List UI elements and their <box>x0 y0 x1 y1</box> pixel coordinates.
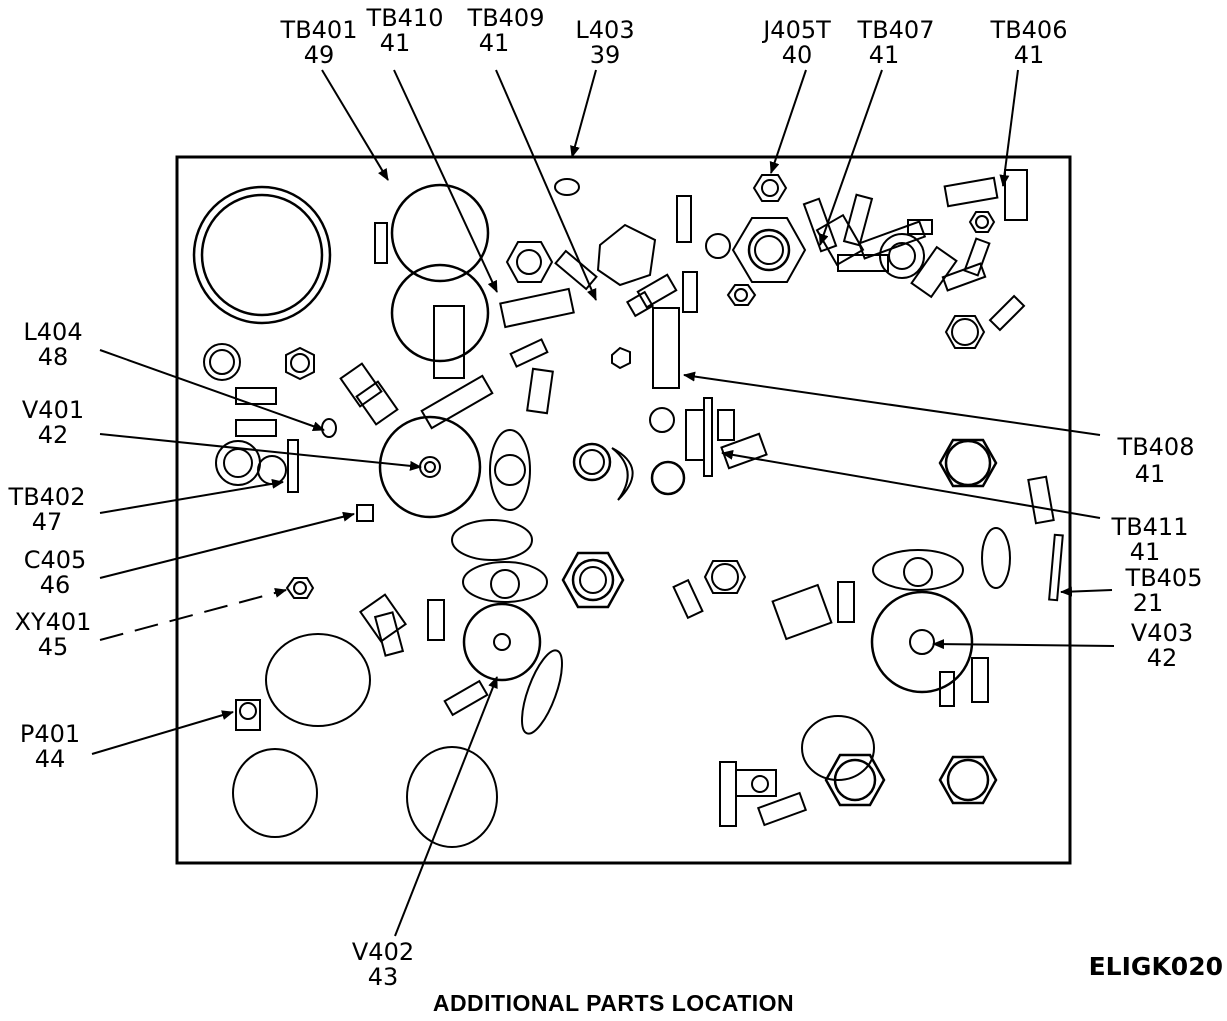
figure-caption: ADDITIONAL PARTS LOCATION <box>432 990 795 1016</box>
callout-l403-num: 39 <box>590 41 621 69</box>
callout-tb407-num: 41 <box>869 41 900 69</box>
callout-tb410-ref: TB410 <box>366 4 444 32</box>
figure-id: ELIGK020 <box>1088 952 1223 981</box>
callout-labels: TB401 49 TB410 41 TB409 41 L403 39 J405T… <box>8 4 1203 991</box>
callout-c405-num: 46 <box>40 571 71 599</box>
callout-tb401-num: 49 <box>304 41 335 69</box>
callout-v403-num: 42 <box>1147 644 1178 672</box>
callout-tb406-num: 41 <box>1014 41 1045 69</box>
callout-tb411-ref: TB411 <box>1111 513 1189 541</box>
callout-tb401-ref: TB401 <box>280 16 358 44</box>
callout-v401-ref: V401 <box>22 396 84 424</box>
chassis-outline <box>175 155 1072 865</box>
callout-tb405-num: 21 <box>1133 589 1164 617</box>
leader-lines <box>91 69 1115 937</box>
callout-l404-ref: L404 <box>23 318 82 346</box>
callout-v403-ref: V403 <box>1131 619 1193 647</box>
callout-tb408-ref: TB408 <box>1117 433 1195 461</box>
callout-p401-ref: P401 <box>20 720 80 748</box>
callout-xy401-ref: XY401 <box>15 608 92 636</box>
callout-tb408-num: 41 <box>1135 460 1166 488</box>
callout-j405t-num: 40 <box>782 41 813 69</box>
callout-l404-num: 48 <box>38 343 69 371</box>
callout-xy401-num: 45 <box>38 633 69 661</box>
callout-tb402-ref: TB402 <box>8 483 86 511</box>
callout-v402-ref: V402 <box>352 938 414 966</box>
callout-tb406-ref: TB406 <box>990 16 1068 44</box>
callout-tb411-num: 41 <box>1130 538 1161 566</box>
component-artwork <box>192 169 1064 848</box>
callout-tb409-ref: TB409 <box>467 4 545 32</box>
callout-j405t-ref: J405T <box>761 16 831 44</box>
callout-tb410-num: 41 <box>380 29 411 57</box>
callout-tb409-num: 41 <box>479 29 510 57</box>
callout-tb402-num: 47 <box>32 508 63 536</box>
callout-tb405-ref: TB405 <box>1125 564 1203 592</box>
callout-v401-num: 42 <box>38 421 69 449</box>
callout-tb407-ref: TB407 <box>857 16 935 44</box>
callout-c405-ref: C405 <box>24 546 87 574</box>
callout-l403-ref: L403 <box>575 16 634 44</box>
callout-v402-num: 43 <box>368 963 399 991</box>
callout-p401-num: 44 <box>35 745 66 773</box>
